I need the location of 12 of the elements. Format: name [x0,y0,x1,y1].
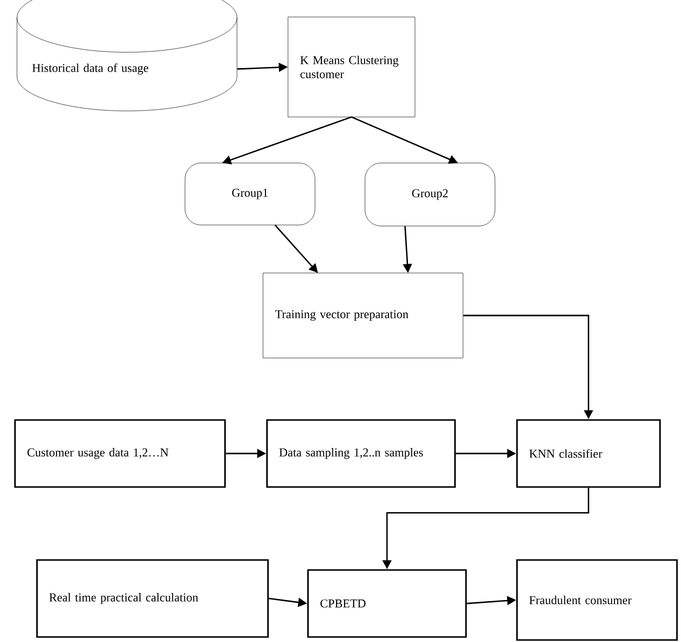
rounded-box: Group1 [184,162,316,226]
process-box: K Means Clustering customer [288,16,416,118]
process-box: Fraudulent consumer [516,559,678,641]
process-box: KNN classifier [516,419,661,488]
process-box: Training vector preparation [262,272,464,358]
process-box: CPBETD [307,569,467,638]
process-box: Data sampling 1,2..n samples [266,419,456,488]
process-box: Customer usage data 1,2…N [14,419,226,488]
database-cylinder: Historical data of usage [16,0,238,112]
arrow [274,224,318,273]
process-box: Real time practical calculation [36,559,269,638]
rounded-box: Group2 [364,162,496,226]
